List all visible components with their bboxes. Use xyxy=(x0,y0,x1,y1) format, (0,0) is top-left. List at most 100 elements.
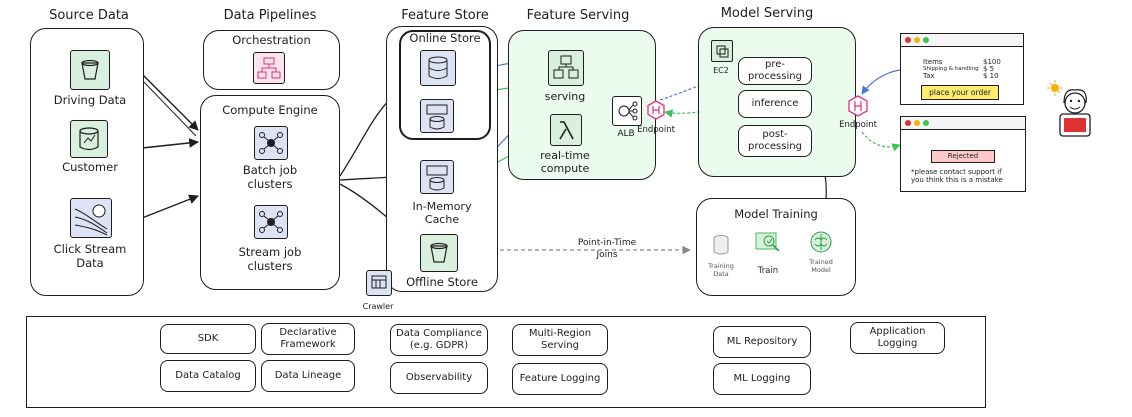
feature-logging-box: Feature Logging xyxy=(512,363,608,395)
train-label: Train xyxy=(757,266,779,276)
rejected-message-2: you think this is a mistake xyxy=(911,176,1003,184)
user-figure xyxy=(1047,80,1091,137)
arrow-model-to-endpoint xyxy=(664,109,711,118)
online-store-title: Online Store xyxy=(409,31,481,45)
data-compliance-box: Data Compliance (e.g. GDPR) xyxy=(390,324,488,356)
endpoint-icon xyxy=(847,95,869,117)
maximize-dot-icon xyxy=(923,37,929,43)
data-lineage-box: Data Lineage xyxy=(261,360,355,392)
ml-repository-box: ML Repository xyxy=(713,326,811,358)
ec2-icon xyxy=(711,40,733,62)
rejected-badge: Rejected xyxy=(931,150,995,163)
compute-engine-title: Compute Engine xyxy=(222,103,318,117)
cluster-icon xyxy=(254,205,288,239)
minimize-dot-icon xyxy=(914,37,920,43)
maximize-dot-icon xyxy=(923,120,929,126)
load-balancer-icon xyxy=(612,96,642,126)
ec2-label: EC2 xyxy=(713,66,729,75)
multiregion-label-1: Multi-Region xyxy=(528,328,592,339)
declarative-label-1: Declarative xyxy=(279,327,337,338)
tax-value: $ 10 xyxy=(983,72,999,80)
stream-job-label-2: clusters xyxy=(247,259,293,273)
sdk-box: SDK xyxy=(160,324,256,354)
postprocessing-label-1: post- xyxy=(762,129,788,140)
serving-label: serving xyxy=(544,90,586,103)
window-titlebar xyxy=(901,117,1025,130)
bucket-icon xyxy=(70,50,110,90)
batch-job-label-2: clusters xyxy=(247,177,293,191)
alb-label: ALB xyxy=(617,129,635,139)
arrow-customer-to-compute xyxy=(141,138,199,149)
batch-job-label-1: Batch job xyxy=(242,163,298,177)
crawler-label: Crawler xyxy=(362,302,394,311)
shipping-value: $ 5 xyxy=(983,65,995,73)
application-logging-box: Application Logging xyxy=(850,322,945,354)
endpoint-label-1: Endpoint xyxy=(637,125,675,135)
window-titlebar xyxy=(901,34,1023,47)
arrow-driving-to-compute xyxy=(141,73,199,131)
header-feature-serving: Feature Serving xyxy=(526,8,630,23)
orchestration-title: Orchestration xyxy=(232,33,311,47)
cache-icon xyxy=(420,160,454,194)
ml-logging-box: ML Logging xyxy=(713,363,811,395)
items-value: $100 xyxy=(983,58,1001,66)
close-dot-icon xyxy=(905,120,911,126)
compliance-label-1: Data Compliance xyxy=(396,328,482,339)
order-app-window: Items $100 Shipping & handling $ 5 Tax $… xyxy=(900,33,1024,105)
close-dot-icon xyxy=(905,37,911,43)
brain-icon xyxy=(809,230,833,254)
capabilities-panel xyxy=(26,316,986,408)
observability-box: Observability xyxy=(390,362,488,394)
training-data-icon xyxy=(712,234,730,256)
header-data-pipelines: Data Pipelines xyxy=(223,8,317,23)
preprocessing-box: pre-processing xyxy=(738,57,812,85)
source-customer-label: Customer xyxy=(62,160,118,174)
place-order-button[interactable]: place your order xyxy=(921,85,999,100)
inference-box: inference xyxy=(738,90,812,118)
containers-icon xyxy=(548,50,584,86)
rejected-app-window: Rejected *please contact support if you … xyxy=(900,116,1026,192)
pit-joins-label-1: Point-in-Time xyxy=(577,238,637,248)
data-catalog-box: Data Catalog xyxy=(160,360,256,392)
multiregion-label-2: Serving xyxy=(541,340,579,351)
declarative-framework-box: Declarative Framework xyxy=(261,323,355,355)
lambda-icon xyxy=(550,114,582,146)
source-clickstream-label-2: Data xyxy=(76,256,104,270)
multi-region-box: Multi-Region Serving xyxy=(512,324,608,356)
realtime-label-1: real-time xyxy=(540,149,590,162)
endpoint-icon xyxy=(646,100,666,120)
database-icon xyxy=(70,120,108,158)
training-data-label-2: Data xyxy=(713,270,729,278)
inmemory-label-1: In-Memory xyxy=(412,200,472,213)
header-source-data: Source Data xyxy=(49,8,129,23)
shipping-label: Shipping & handling xyxy=(923,66,979,72)
clickstream-icon xyxy=(70,198,112,238)
minimize-dot-icon xyxy=(914,120,920,126)
model-training-title: Model Training xyxy=(734,207,818,221)
train-icon xyxy=(754,229,782,255)
arrow-endpoint2-to-rejected xyxy=(861,131,901,152)
trained-model-label-1: Trained xyxy=(809,258,833,266)
cache-icon xyxy=(420,99,454,133)
online-store-container xyxy=(399,30,491,140)
datastore-icon xyxy=(420,50,456,86)
source-clickstream-label-1: Click Stream xyxy=(53,242,127,256)
crawler-icon xyxy=(366,270,392,296)
realtime-label-2: compute xyxy=(540,162,590,175)
items-label: Items xyxy=(923,58,943,66)
arrow-app-to-endpoint2 xyxy=(861,69,901,95)
inmemory-label-2: Cache xyxy=(424,213,460,226)
tax-label: Tax xyxy=(923,72,935,80)
postprocessing-label-2: processing xyxy=(748,141,802,152)
arrow-clickstream-to-compute xyxy=(141,194,199,219)
header-model-serving: Model Serving xyxy=(720,6,814,21)
offline-store-label: Offline Store xyxy=(406,275,478,289)
source-driving-label: Driving Data xyxy=(53,93,127,107)
training-data-label-1: Training xyxy=(708,262,734,270)
pit-joins-label-2: Joins xyxy=(596,250,618,260)
cluster-icon xyxy=(254,126,288,160)
bucket-icon xyxy=(420,234,458,272)
workflow-icon xyxy=(253,52,285,84)
arrow-driving-to-compute-2 xyxy=(141,79,197,137)
rejected-message-1: *please contact support if xyxy=(911,168,1002,176)
